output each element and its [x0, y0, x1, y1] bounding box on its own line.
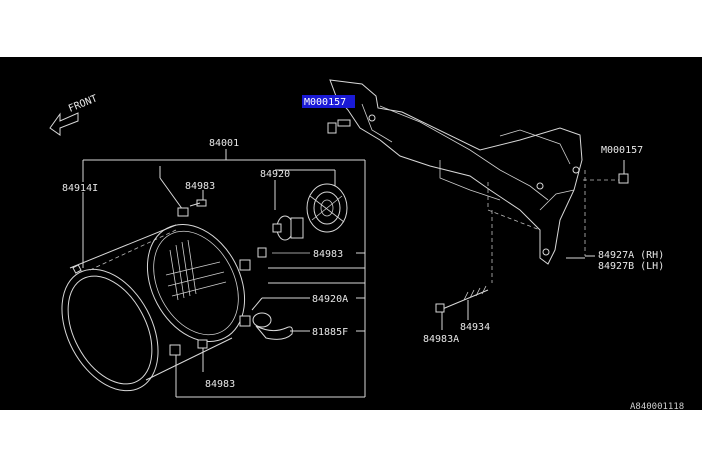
label-screw-right: 84983: [313, 249, 343, 260]
label-assembly: 84001: [209, 138, 239, 149]
mounting-bracket: [327, 79, 583, 265]
label-socket: 84920A: [312, 294, 348, 305]
label-bracket-lh: 84927B (LH): [598, 261, 664, 272]
screw-bottom-icon: [169, 339, 208, 356]
right-bolt-icon: [583, 160, 629, 184]
screw-right-icon: [239, 247, 267, 271]
label-screw-top: 84983: [185, 181, 215, 192]
label-bulb: 84920: [260, 169, 290, 180]
label-harness: 81885F: [312, 327, 348, 338]
label-adjuster-screw: 84983A: [423, 334, 459, 345]
socket-icon: [239, 312, 272, 328]
label-bulb-ring: 84914I: [62, 183, 98, 194]
label-bracket-rh: 84927A (RH): [598, 250, 664, 261]
highlight-box: [302, 95, 355, 108]
assembly-leader-lines: [82, 149, 366, 398]
harness-icon: [255, 325, 293, 340]
bracket-leader-lines: [491, 170, 595, 283]
label-screw-bottom: 84983: [205, 379, 235, 390]
label-m-highlight[interactable]: M000157: [304, 97, 346, 108]
front-arrow-icon: [49, 112, 79, 136]
bulb-icon: [272, 215, 304, 241]
adjuster-icon: [435, 285, 489, 330]
reference-code: A840001118: [630, 402, 684, 412]
front-label: FRONT: [67, 93, 99, 114]
headlamp-housing: [61, 223, 246, 392]
screw-top-icon: [177, 199, 207, 217]
label-m-right: M000157: [601, 145, 643, 156]
retaining-ring-icon: [306, 183, 348, 233]
label-adjuster: 84934: [460, 322, 490, 333]
